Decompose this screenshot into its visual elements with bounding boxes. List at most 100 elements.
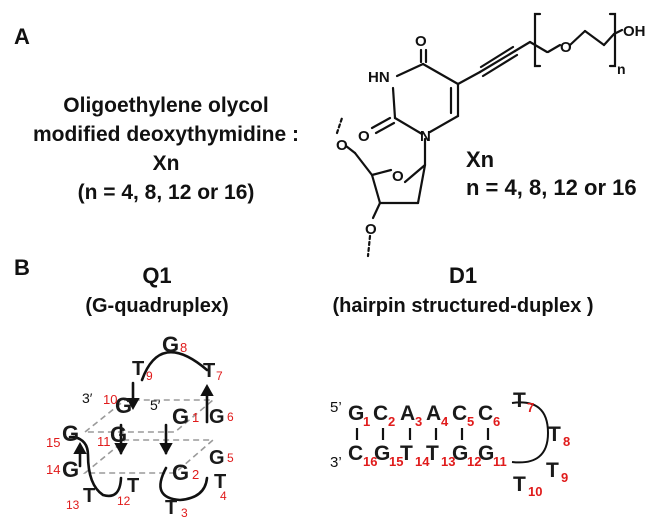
- q1-num-2: 2: [192, 467, 199, 482]
- q1-num-11: 11: [97, 434, 111, 449]
- q1-base-2: G: [172, 460, 189, 485]
- q1-num-12: 12: [117, 494, 131, 508]
- d1-loop-base-8: T: [548, 423, 561, 446]
- d1-loop-base-9: T: [546, 459, 559, 482]
- q1-num-6: 6: [227, 410, 234, 424]
- d1-top-base-6: C: [478, 402, 493, 425]
- atom-O-3prime: O: [365, 221, 377, 238]
- q1-num-9: 9: [146, 369, 153, 383]
- panel-b-label: B: [14, 255, 30, 280]
- q1-base-9: T: [132, 358, 144, 380]
- q1-num-3: 3: [181, 506, 188, 517]
- d1-bot-num-16: 16: [363, 454, 377, 469]
- q1-end-5prime: 5′: [150, 397, 161, 413]
- d1-bot-base-13: T: [426, 442, 439, 465]
- d1-loop-num-8: 8: [563, 434, 570, 449]
- atom-O-ring: O: [392, 168, 404, 185]
- d1-subtitle: (hairpin structured-duplex ): [332, 295, 593, 317]
- q1-base-5: G: [209, 447, 225, 469]
- d1-top-base-3: A: [400, 402, 415, 425]
- d1-top-base-5: C: [452, 402, 467, 425]
- d1-end-3prime: 3’: [330, 454, 342, 471]
- d1-bot-base-12: G: [452, 442, 468, 465]
- repeat-n: n: [617, 61, 626, 77]
- atom-HN: HN: [368, 69, 390, 86]
- struct-name: Xn: [466, 147, 494, 172]
- d1-bot-num-13: 13: [441, 454, 455, 469]
- d1-hairpin: [355, 401, 550, 464]
- q1-base-1: G: [172, 404, 189, 429]
- atom-O-peg: O: [560, 39, 572, 56]
- q1-base-15: G: [62, 421, 79, 446]
- d1-title: D1: [449, 263, 477, 288]
- atom-O-left: O: [358, 128, 370, 145]
- desc-line-1: Oligoethylene olycol: [63, 94, 268, 117]
- q1-base-3: T: [165, 497, 177, 517]
- d1-bot-num-14: 14: [415, 454, 430, 469]
- desc-line-3: Xn: [153, 152, 180, 175]
- d1-top-base-1: G: [348, 402, 364, 425]
- desc-line-2: modified deoxythymidine :: [33, 123, 299, 146]
- q1-quadruplex: [68, 351, 216, 502]
- d1-bot-base-11: G: [478, 442, 494, 465]
- atom-O-top: O: [415, 33, 427, 50]
- atom-O-5prime: O: [336, 137, 348, 154]
- d1-bot-num-11: 11: [493, 454, 507, 469]
- q1-title: Q1: [142, 263, 171, 288]
- q1-base-6: G: [209, 406, 225, 428]
- q1-num-1: 1: [192, 410, 199, 425]
- d1-loop-base-7: T: [513, 389, 526, 412]
- q1-base-11: G: [110, 422, 127, 447]
- d1-loop-num-10: 10: [528, 484, 542, 499]
- d1-top-num-2: 2: [388, 414, 395, 429]
- q1-num-10: 10: [103, 392, 117, 407]
- q1-num-5: 5: [227, 451, 234, 465]
- q1-base-14: G: [62, 457, 79, 482]
- desc-line-4: (n = 4, 8, 12 or 16): [78, 181, 255, 204]
- struct-n-values: n = 4, 8, 12 or 16: [466, 175, 637, 200]
- panel-a-label: A: [14, 24, 30, 49]
- d1-end-5prime: 5’: [330, 399, 342, 416]
- d1-bot-base-16: C: [348, 442, 363, 465]
- q1-arrows: [73, 383, 214, 456]
- atom-N: N: [420, 128, 431, 145]
- d1-bot-num-15: 15: [389, 454, 403, 469]
- d1-loop-num-9: 9: [561, 470, 568, 485]
- d1-top-num-6: 6: [493, 414, 500, 429]
- structure-atoms: O HN O N O O O O OH n: [336, 23, 646, 238]
- d1-base-pairs: [355, 428, 490, 440]
- q1-quartet-planes: [82, 399, 216, 474]
- q1-num-7: 7: [216, 369, 223, 383]
- d1-top-base-4: A: [426, 402, 441, 425]
- q1-base-10: G: [115, 393, 132, 418]
- d1-bot-base-14: T: [400, 442, 413, 465]
- d1-loop-num-7: 7: [527, 400, 534, 415]
- q1-base-13: T: [83, 485, 95, 507]
- panel-a-description: Oligoethylene olycol modified deoxythymi…: [33, 94, 299, 204]
- atom-OH: OH: [623, 23, 646, 40]
- q1-num-15: 15: [46, 435, 60, 450]
- d1-top-num-1: 1: [363, 414, 370, 429]
- q1-num-14: 14: [46, 462, 60, 477]
- q1-subtitle: (G-quadruplex): [85, 295, 228, 317]
- d1-bot-num-12: 12: [467, 454, 481, 469]
- d1-bot-base-15: G: [374, 442, 390, 465]
- d1-loop-arc: [511, 401, 550, 464]
- d1-top-num-4: 4: [441, 414, 449, 429]
- q1-num-4: 4: [220, 489, 227, 503]
- chemical-structure: [335, 12, 624, 258]
- q1-base-7: T: [203, 360, 215, 382]
- q1-end-3prime: 3′: [82, 390, 93, 406]
- q1-num-13: 13: [66, 498, 80, 512]
- d1-top-base-2: C: [373, 402, 388, 425]
- q1-base-12: T: [127, 475, 139, 497]
- q1-base-8: G: [162, 332, 179, 357]
- d1-top-num-3: 3: [415, 414, 422, 429]
- d1-loop-base-10: T: [513, 473, 526, 496]
- q1-num-8: 8: [180, 340, 187, 355]
- d1-top-num-5: 5: [467, 414, 474, 429]
- q1-base-4: T: [214, 471, 226, 493]
